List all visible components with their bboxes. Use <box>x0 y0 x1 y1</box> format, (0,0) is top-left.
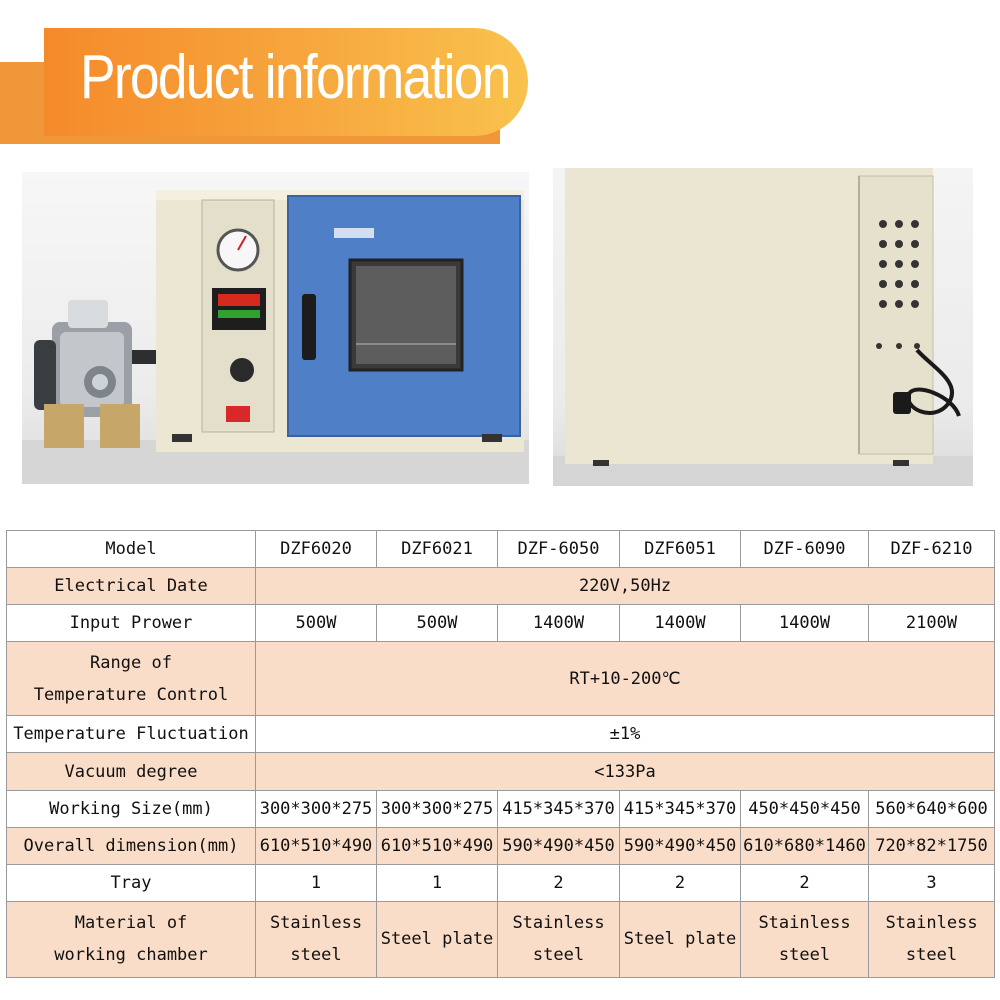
working-size-cell: 560*640*600 <box>868 789 995 828</box>
oven-body-icon <box>156 190 524 452</box>
header-banner: Product information <box>0 28 530 148</box>
vacuum-value: <133Pa <box>255 752 995 791</box>
electrical-value: 220V,50Hz <box>255 567 995 606</box>
table-row-temp-fluctuation: Temperature Fluctuation ±1% <box>6 715 995 754</box>
row-label-model: Model <box>6 529 256 569</box>
model-cell: DZF-6050 <box>497 529 620 569</box>
overall-dimension-cell: 610*510*490 <box>255 826 377 865</box>
row-label-electrical: Electrical Date <box>6 567 256 606</box>
model-cell: DZF-6210 <box>868 529 995 569</box>
oven-front-illustration <box>22 190 529 484</box>
overall-dimension-cell: 590*490*450 <box>619 826 741 865</box>
model-cell: DZF-6090 <box>740 529 869 569</box>
oven-front-photo <box>22 172 529 484</box>
model-cell: DZF6020 <box>255 529 377 569</box>
material-cell: Stainless steel <box>497 900 620 979</box>
oven-back-photo <box>553 168 973 486</box>
vacuum-pump-icon <box>34 300 162 448</box>
working-size-cell: 415*345*370 <box>619 789 741 828</box>
working-size-cell: 415*345*370 <box>497 789 620 828</box>
table-row-material: Material of working chamber Stainless st… <box>6 900 995 979</box>
working-size-cell: 300*300*275 <box>255 789 377 828</box>
model-cell: DZF6051 <box>619 529 741 569</box>
material-cell: Stainless steel <box>868 900 995 979</box>
banner-pill <box>44 28 528 136</box>
input-power-cell: 1400W <box>619 604 741 643</box>
temp-fluctuation-value: ±1% <box>255 715 995 754</box>
overall-dimension-cell: 720*82*1750 <box>868 826 995 865</box>
table-row-overall-dimension: Overall dimension(mm) 610*510*490 610*51… <box>6 826 995 865</box>
table-row-temp-range: Range of Temperature Control RT+10-200℃ <box>6 641 995 717</box>
material-cell: Stainless steel <box>255 900 377 979</box>
material-cell: Steel plate <box>376 900 498 979</box>
tray-cell: 1 <box>255 863 377 902</box>
tray-cell: 1 <box>376 863 498 902</box>
row-label-overall-dimension: Overall dimension(mm) <box>6 826 256 865</box>
model-cell: DZF6021 <box>376 529 498 569</box>
tray-cell: 2 <box>497 863 620 902</box>
table-row-working-size: Working Size(mm) 300*300*275 300*300*275… <box>6 789 995 828</box>
table-row-tray: Tray 1 1 2 2 2 3 <box>6 863 995 902</box>
table-row-electrical: Electrical Date 220V,50Hz <box>6 567 995 606</box>
input-power-cell: 2100W <box>868 604 995 643</box>
row-label-input-power: Input Prower <box>6 604 256 643</box>
row-label-working-size: Working Size(mm) <box>6 789 256 828</box>
working-size-cell: 450*450*450 <box>740 789 869 828</box>
overall-dimension-cell: 610*680*1460 <box>740 826 869 865</box>
row-label-temp-fluctuation: Temperature Fluctuation <box>6 715 256 754</box>
overall-dimension-cell: 590*490*450 <box>497 826 620 865</box>
row-label-material: Material of working chamber <box>6 900 256 979</box>
material-cell: Steel plate <box>619 900 741 979</box>
input-power-cell: 500W <box>376 604 498 643</box>
overall-dimension-cell: 610*510*490 <box>376 826 498 865</box>
input-power-cell: 1400W <box>497 604 620 643</box>
material-cell: Stainless steel <box>740 900 869 979</box>
tray-cell: 2 <box>740 863 869 902</box>
input-power-cell: 500W <box>255 604 377 643</box>
working-size-cell: 300*300*275 <box>376 789 498 828</box>
input-power-cell: 1400W <box>740 604 869 643</box>
oven-rear-panel-icon <box>565 168 961 466</box>
spec-table: Model DZF6020 DZF6021 DZF-6050 DZF6051 D… <box>6 529 995 979</box>
table-row-input-power: Input Prower 500W 500W 1400W 1400W 1400W… <box>6 604 995 643</box>
row-label-temp-range: Range of Temperature Control <box>6 641 256 717</box>
row-label-vacuum: Vacuum degree <box>6 752 256 791</box>
row-label-tray: Tray <box>6 863 256 902</box>
tray-cell: 2 <box>619 863 741 902</box>
temp-range-value: RT+10-200℃ <box>255 641 995 717</box>
table-row-model: Model DZF6020 DZF6021 DZF-6050 DZF6051 D… <box>6 529 995 569</box>
table-row-vacuum: Vacuum degree <133Pa <box>6 752 995 791</box>
oven-back-illustration <box>553 168 973 486</box>
banner-title: Product information <box>80 43 511 112</box>
tray-cell: 3 <box>868 863 995 902</box>
